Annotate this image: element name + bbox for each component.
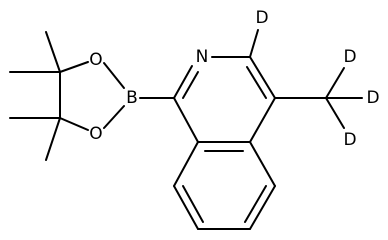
bond-c4-c4a — [249, 97, 276, 143]
bond-o-lower-b — [103, 105, 125, 129]
atom-label-deuterium-ring: D — [255, 8, 268, 28]
bond-cd3-d-top — [325, 67, 345, 99]
atom-label-nitrogen: N — [196, 47, 209, 67]
bond-cb-o-lower — [59, 117, 89, 131]
bond-c3-c4 — [249, 56, 276, 99]
atom-label-boron: B — [126, 88, 138, 108]
atom-labels: O O B N D D D D — [89, 8, 379, 150]
atom-label-oxygen-upper: O — [89, 50, 102, 70]
bond-c8a-c1 — [173, 97, 199, 143]
bond-o-upper-b — [103, 62, 125, 89]
bond-c1-n — [173, 65, 193, 99]
chemical-structure: O O B N D D D D — [9, 8, 380, 230]
bond-c3-d — [249, 29, 259, 58]
bond-c7-c8 — [173, 185, 199, 230]
bond-cb-methyl-down — [45, 117, 61, 161]
bond-cd3-d-bottom — [325, 97, 345, 129]
bond-c3-c4-double — [246, 66, 267, 99]
bond-c4a-c5 — [249, 141, 276, 187]
bond-c1-n-double — [182, 71, 199, 99]
bond-c5-c6 — [249, 185, 276, 230]
atom-label-deuterium-methyl-top: D — [343, 47, 356, 67]
bond-ca-o-upper — [59, 61, 89, 73]
bond-c5-c6-double — [244, 185, 267, 223]
bond-c8-c8a — [173, 141, 199, 187]
atom-label-deuterium-methyl-right: D — [366, 88, 379, 108]
atom-label-deuterium-methyl-bottom: D — [343, 130, 356, 150]
bonds — [9, 29, 363, 230]
bond-c7-c8-double — [182, 185, 204, 223]
atom-label-oxygen-lower: O — [89, 124, 102, 144]
bond-ca-methyl-up — [45, 31, 61, 73]
